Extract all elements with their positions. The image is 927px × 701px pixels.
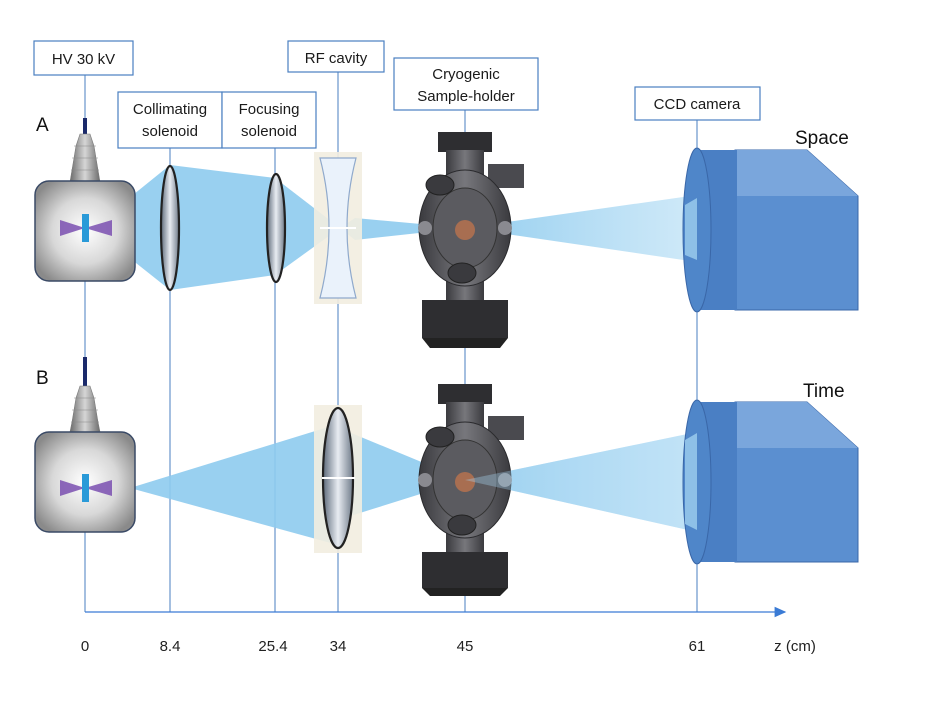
electron-beam-b — [130, 424, 697, 545]
rf-cavity-b — [314, 405, 362, 553]
z-tick-label: 25.4 — [258, 638, 287, 655]
cryo-label-line1: Cryogenic — [432, 66, 500, 83]
panel-a-mode: Space — [795, 128, 849, 149]
rf-cavity-a — [314, 152, 362, 304]
electron-gun-b — [34, 357, 136, 533]
cryogenic-chamber-a — [418, 132, 524, 348]
z-tick-label: 34 — [330, 638, 347, 655]
hv-label: HV 30 kV — [33, 40, 134, 76]
collimating-label-line2: solenoid — [142, 123, 198, 140]
cryogenic-sample-holder-label: Cryogenic Sample-holder — [393, 57, 539, 111]
electron-beam-a — [92, 165, 697, 290]
panel-b — [34, 357, 859, 596]
panel-a — [34, 118, 859, 348]
ccd-camera-a — [682, 147, 859, 313]
panel-b-letter: B — [36, 368, 49, 389]
ccd-label-text: CCD camera — [654, 96, 741, 113]
focusing-label-line1: Focusing — [239, 101, 300, 118]
z-guide-lines — [84, 72, 698, 612]
rf-label-text: RF cavity — [305, 50, 368, 67]
z-tick-label: 61 — [689, 638, 706, 655]
z-tick-label: 45 — [457, 638, 474, 655]
hv-label-text: HV 30 kV — [52, 51, 115, 68]
hv-feedthrough-b — [83, 357, 87, 387]
z-axis: 0 8.4 25.4 34 45 61 z (cm) — [81, 606, 816, 655]
z-tick-label: 0 — [81, 638, 89, 655]
rf-cavity-label: RF cavity — [287, 40, 385, 73]
z-axis-label: z (cm) — [774, 638, 816, 655]
focusing-solenoid-a — [265, 172, 287, 284]
panel-a-letter: A — [36, 115, 49, 136]
focusing-solenoid-label: Focusing solenoid — [221, 91, 317, 149]
z-tick-label: 8.4 — [160, 638, 181, 655]
collimating-label-line1: Collimating — [133, 101, 207, 118]
ccd-camera-label: CCD camera — [634, 86, 761, 121]
hv-feedthrough-a — [83, 118, 87, 134]
electron-gun-a — [34, 118, 136, 282]
cryo-label-line2: Sample-holder — [417, 88, 515, 105]
collimating-solenoid-a — [159, 164, 181, 292]
collimating-solenoid-label: Collimating solenoid — [117, 91, 223, 149]
focusing-label-line2: solenoid — [241, 123, 297, 140]
ccd-camera-b — [682, 399, 859, 565]
cryogenic-chamber-b — [418, 384, 697, 596]
panel-b-mode: Time — [803, 381, 845, 402]
